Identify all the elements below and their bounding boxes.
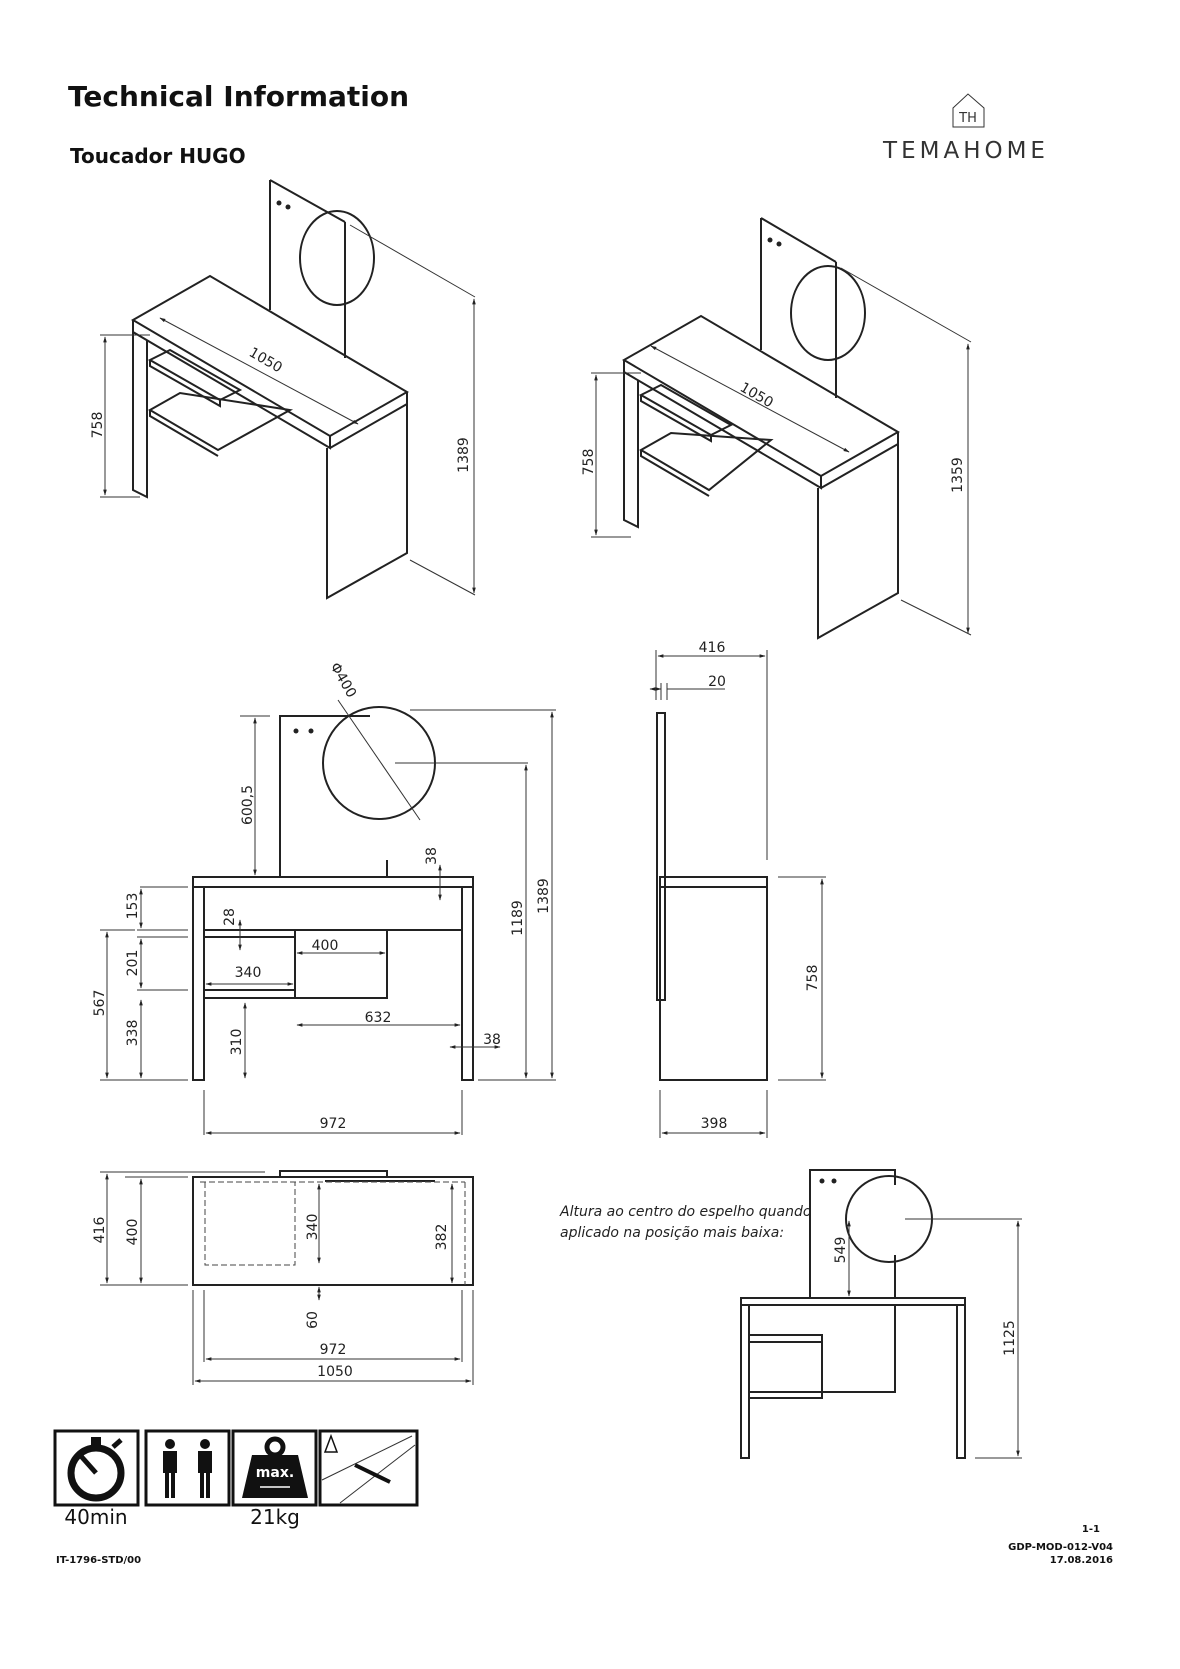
max-weight-icon: max. <box>231 1429 318 1507</box>
stopwatch-icon <box>53 1429 140 1507</box>
dim-shelf-gap: 201 <box>125 950 141 977</box>
top-dim-depth-total: 416 <box>92 1217 108 1244</box>
side-dim-height: 758 <box>805 965 821 992</box>
top-dim-inner-a: 340 <box>305 1214 321 1241</box>
top-dim-width: 1050 <box>317 1364 353 1380</box>
dim-top-thickness: 38 <box>424 847 440 865</box>
dim-center-height: 1125 <box>1002 1320 1018 1356</box>
brand-name: TEMAHOME <box>882 138 1049 164</box>
note-line-2: aplicado na posição mais baixa: <box>560 1225 784 1241</box>
house-icon <box>952 93 985 128</box>
dim-height-total: 1389 <box>456 437 472 473</box>
top-view: 416 400 340 382 60 972 1050 <box>92 1170 474 1385</box>
dim-total-height: 1389 <box>536 878 552 914</box>
dim-apron: 153 <box>125 893 141 920</box>
iso2-dim-width: 1050 <box>737 380 776 412</box>
isometric-view-2 <box>591 217 972 640</box>
logo-mark: TH <box>958 111 977 126</box>
side-dim-mirror-offset: 20 <box>708 674 726 690</box>
dim-mirror-diameter: Φ400 <box>327 660 360 701</box>
page-title: Technical Information <box>68 80 409 113</box>
side-dim-depth: 398 <box>701 1116 728 1132</box>
side-dim-depth-total: 416 <box>699 640 726 656</box>
dim-mirror-offset: 549 <box>833 1237 849 1264</box>
revision-date: 17.08.2016 <box>1050 1555 1113 1566</box>
max-weight: 21kg <box>250 1505 300 1529</box>
two-persons-icon <box>144 1429 231 1507</box>
top-dim-inner-b: 382 <box>434 1224 450 1251</box>
top-dim-depth: 400 <box>125 1219 141 1246</box>
dim-width: 1050 <box>246 345 285 377</box>
iso2-dim-height-total: 1359 <box>950 457 966 493</box>
iso2-dim-height-table: 758 <box>581 449 597 476</box>
max-label: max. <box>256 1465 294 1481</box>
dim-shelf-width: 340 <box>235 965 262 981</box>
page-number: 1-1 <box>1082 1524 1100 1535</box>
form-code: GDP-MOD-012-V04 <box>1008 1542 1113 1553</box>
dim-lower-width: 632 <box>365 1010 392 1026</box>
lowest-mirror-position-view: Altura ao centro do espelho quando aplic… <box>559 1169 1022 1459</box>
note-line-1: Altura ao centro do espelho quando <box>559 1204 811 1220</box>
front-view: Φ400 600,5 38 153 28 201 400 340 567 338… <box>92 660 556 1135</box>
dim-height-table: 758 <box>90 412 106 439</box>
isometric-view-1: 1050 758 1389 <box>90 179 476 600</box>
wall-fixing-warning-icon <box>318 1429 419 1507</box>
dim-shelf-thickness: 28 <box>222 908 238 926</box>
product-name: Toucador HUGO <box>70 144 246 168</box>
dim-inner-width: 972 <box>320 1116 347 1132</box>
dim-panel-above-top: 600,5 <box>240 785 256 825</box>
document-code: IT-1796-STD/00 <box>56 1555 141 1566</box>
top-dim-offset: 60 <box>305 1311 321 1329</box>
dim-left-height: 567 <box>92 990 108 1017</box>
dim-box-width: 400 <box>312 938 339 954</box>
dim-floor-to-shelf: 310 <box>229 1029 245 1056</box>
dim-mirror-center-height: 1189 <box>510 900 526 936</box>
temahome-logo: TH TEMAHOME <box>882 93 1049 164</box>
side-view: 416 20 758 398 <box>649 640 826 1138</box>
dim-lower-gap: 338 <box>125 1020 141 1047</box>
top-dim-inner-width: 972 <box>320 1342 347 1358</box>
assembly-time: 40min <box>64 1505 127 1529</box>
dim-leg-thickness: 38 <box>483 1032 501 1048</box>
